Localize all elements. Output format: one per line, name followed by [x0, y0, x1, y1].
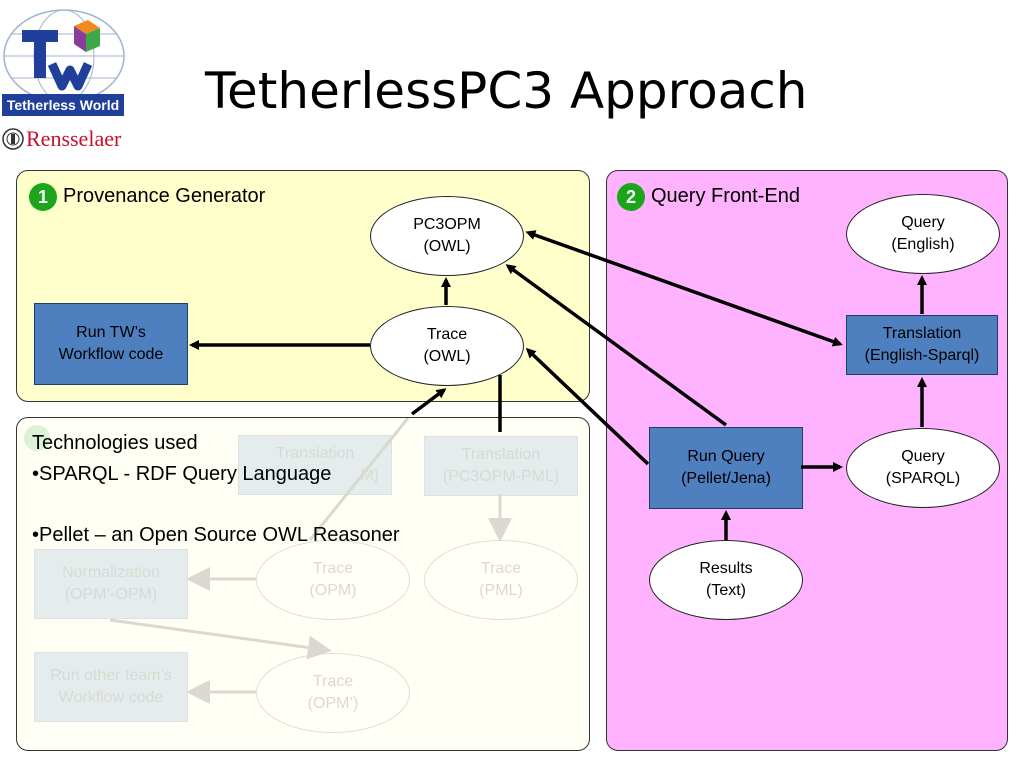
faded-run-other-line1: Run other team’s: [50, 667, 172, 684]
tw-logo: Tetherless World: [0, 8, 128, 123]
faded-run-other: Run other team’s Workflow code: [34, 652, 188, 722]
run-query-line1: Run Query: [687, 448, 765, 465]
faded-trace-pml-line2: (PML): [479, 582, 523, 599]
faded-trace-pml-line1: Trace: [480, 560, 522, 577]
trace-owl-node: Trace (OWL): [370, 306, 524, 386]
translation-es-line1: Translation: [882, 325, 962, 342]
arrow-runquery-to-pc3opm: [505, 264, 728, 427]
faded-translation-b-line2: (PC3OPM-PML): [442, 468, 560, 485]
results-line2: (Text): [706, 582, 746, 599]
faded-translation-a: Translation M): [238, 435, 392, 495]
provenance-badge: 1: [29, 183, 57, 211]
pc3opm-node: PC3OPM (OWL): [370, 196, 524, 276]
globe-icon: [3, 9, 125, 103]
faded-arrow-3: [109, 618, 332, 660]
query-badge: 2: [617, 183, 645, 211]
faded-trace-opm-prime: Trace (OPM’): [256, 653, 410, 733]
faded-trace-opm: Trace (OPM): [256, 540, 410, 620]
faded-normalization-line2: (OPM’-OPM): [64, 586, 158, 603]
arrow-pc3opm-translation: [525, 230, 843, 347]
query-label: Query Front-End: [651, 185, 800, 207]
pc3opm-line2: (OWL): [423, 238, 471, 255]
translation-es-node: Translation (English-Sparql): [846, 315, 998, 375]
technologies-heading: Technologies used: [32, 432, 198, 454]
faded-trace-pml: Trace (PML): [424, 540, 578, 620]
faded-translation-b: Translation (PC3OPM-PML): [424, 436, 578, 496]
tw-label: Tetherless World: [2, 94, 124, 116]
faded-translation-a-line2: M): [360, 467, 379, 484]
faded-trace-opm-prime-line1: Trace: [312, 673, 354, 690]
run-tw-node: Run TW’s Workflow code: [34, 303, 188, 385]
results-line1: Results: [699, 560, 753, 577]
page-title: TetherlessPC3 Approach: [205, 62, 808, 120]
translation-es-line2: (English-Sparql): [864, 347, 980, 364]
provenance-label: Provenance Generator: [63, 185, 266, 207]
faded-arrow-5: [308, 417, 410, 541]
query-english-line1: Query: [901, 214, 945, 231]
pc3opm-line1: PC3OPM: [413, 216, 481, 233]
run-tw-line2: Workflow code: [58, 346, 164, 363]
run-query-line2: (Pellet/Jena): [681, 470, 771, 487]
arrow-runquery-to-trace: [525, 347, 650, 466]
query-sparql-node: Query (SPARQL): [846, 428, 1000, 508]
faded-trace-opm-line1: Trace: [312, 560, 354, 577]
faded-translation-a-line1: Translation: [275, 445, 355, 462]
technology-item-sparql: •SPARQL - RDF Query Language: [32, 463, 332, 485]
faded-trace-opm-line2: (OPM): [309, 582, 357, 599]
technology-item-pellet: •Pellet – an Open Source OWL Reasoner: [32, 524, 400, 546]
query-sparql-line2: (SPARQL): [885, 470, 961, 487]
faded-trace-opm-prime-line2: (OPM’): [307, 695, 359, 712]
seal-icon: [2, 128, 24, 150]
trace-owl-line2: (OWL): [423, 348, 471, 365]
faded-normalization: Normalization (OPM’-OPM): [34, 549, 188, 619]
rensselaer-label: Rensselaer: [26, 126, 122, 151]
query-sparql-line1: Query: [901, 448, 945, 465]
faded-badge: [24, 425, 50, 451]
trace-owl-line1: Trace: [426, 326, 468, 343]
results-node: Results (Text): [649, 540, 803, 620]
faded-run-other-line2: Workflow code: [58, 689, 164, 706]
query-english-node: Query (English): [846, 194, 1000, 274]
query-english-line2: (English): [891, 236, 955, 253]
faded-translation-b-line1: Translation: [461, 446, 541, 463]
faded-normalization-line1: Normalization: [62, 564, 160, 581]
rensselaer-logo: Rensselaer: [2, 126, 132, 154]
run-query-node: Run Query (Pellet/Jena): [649, 427, 803, 509]
run-tw-line1: Run TW’s: [76, 324, 146, 341]
arrow-to-trace-from-below: [410, 388, 447, 416]
